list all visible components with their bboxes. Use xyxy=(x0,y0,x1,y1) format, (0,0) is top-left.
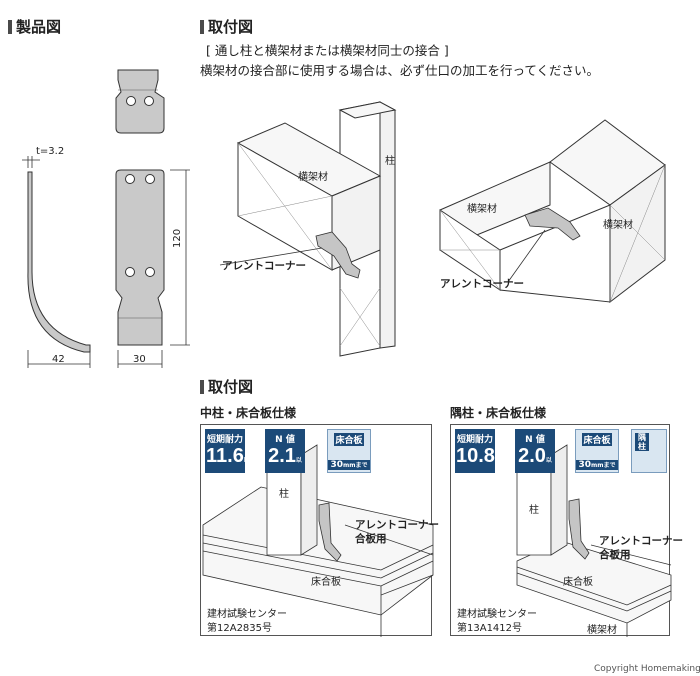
beam-label: 横架材 xyxy=(298,172,328,183)
badge-label: 短期耐力 xyxy=(206,435,243,445)
badge-unit: kN xyxy=(494,457,504,464)
mount-section-title-bottom: 取付図 xyxy=(200,376,253,397)
hole xyxy=(145,174,155,184)
panel2-floor-label: 床合板 xyxy=(563,577,593,588)
beam-label-b: 横架材 xyxy=(603,220,633,231)
panel1-part-line2: 合板用 xyxy=(355,533,387,545)
panel1-cert-line1: 建材試験センター xyxy=(207,609,287,620)
hole xyxy=(125,267,135,277)
beam-label-a: 横架材 xyxy=(467,204,497,215)
mount-title-text: 取付図 xyxy=(208,378,254,396)
width-dim: 30 xyxy=(133,354,146,365)
panel1-part-line1: アレントコーナー xyxy=(355,519,439,531)
corner-badge-label: 隅柱 xyxy=(635,433,649,451)
badge-label: N 値 xyxy=(525,435,545,445)
panel1-post-label: 柱 xyxy=(279,489,289,500)
copyright: Copyright Homemaking xyxy=(594,664,700,674)
badge-label: 短期耐力 xyxy=(456,435,493,445)
thickness-dim: t=3.2 xyxy=(36,146,65,157)
badge-unit: 以下 xyxy=(531,457,552,484)
panel2-frame: 短期耐力 10.8kN N 値 2.0以下 床合板 30mmまで 隅柱 柱 アレ… xyxy=(450,424,683,637)
badge-unit: 以下 xyxy=(281,457,302,484)
dimension-lines xyxy=(22,156,190,368)
post-beam-diagram xyxy=(219,101,397,357)
hole xyxy=(144,96,154,106)
panel2-cert-line2: 第13A1412号 xyxy=(457,623,523,634)
panel1-floor-badge: 床合板 30mmまで xyxy=(327,429,371,473)
panel2-cert-line1: 建材試験センター xyxy=(457,609,537,620)
title-marker xyxy=(8,19,12,34)
panel1-illustration xyxy=(202,444,434,637)
panel2-part-line2: 合板用 xyxy=(599,549,631,561)
badge-label: 床合板 xyxy=(334,433,364,446)
badge-label: N 値 xyxy=(275,435,295,445)
bracket-side-profile xyxy=(27,171,91,353)
allent-corner-bracket xyxy=(568,498,590,560)
panel1-n-value-badge: N 値 2.1以下 xyxy=(265,429,305,484)
panel1-title: 中柱・床合板仕様 xyxy=(200,406,297,420)
hole xyxy=(125,174,135,184)
badge-value: 2.1 xyxy=(268,445,296,467)
part-label-left: アレントコーナー xyxy=(222,260,306,272)
badge-value: 2.0 xyxy=(518,445,546,467)
title-marker xyxy=(200,19,204,34)
panel2-illustration xyxy=(516,444,672,637)
badge-value: 30 xyxy=(578,460,591,470)
product-drawing xyxy=(22,69,190,368)
mount-title-text: 取付図 xyxy=(208,18,254,36)
panel1-short-term-badge: 短期耐力 11.6kN xyxy=(205,429,253,473)
hole xyxy=(126,96,136,106)
height-dim: 120 xyxy=(172,228,183,248)
panel2-title: 隅柱・床合板仕様 xyxy=(450,406,547,420)
hole xyxy=(145,267,155,277)
panel2-floor-badge: 床合板 30mmまで xyxy=(575,429,619,473)
post-label: 柱 xyxy=(385,156,395,167)
bracket-front-view xyxy=(115,169,165,346)
allent-corner-bracket xyxy=(524,207,581,241)
badge-label: 床合板 xyxy=(582,433,612,446)
badge-unit: mmまで xyxy=(591,462,616,469)
product-section-title: 製品図 xyxy=(8,16,61,37)
panel2-post-label: 柱 xyxy=(529,505,539,516)
badge-value: 11.6 xyxy=(206,445,244,467)
allent-corner-bracket xyxy=(315,231,361,279)
badge-unit: mmまで xyxy=(343,462,368,469)
panel1-floor-label: 床合板 xyxy=(311,577,341,588)
product-title-text: 製品図 xyxy=(16,18,62,36)
panel2-part-line1: アレントコーナー xyxy=(599,535,683,547)
badge-value: 10.8 xyxy=(456,445,495,467)
allent-corner-bracket xyxy=(318,502,342,562)
mount-section-title-top: 取付図 xyxy=(200,16,253,37)
badge-unit: kN xyxy=(243,457,253,464)
beam-beam-diagram xyxy=(439,119,666,304)
mount-caption-2: 横架材の接合部に使用する場合は、必ず仕口の加工を行ってください。 xyxy=(200,63,600,78)
title-marker xyxy=(200,379,204,394)
panel2-n-value-badge: N 値 2.0以下 xyxy=(515,429,555,484)
panel2-corner-post-badge: 隅柱 xyxy=(631,429,667,473)
panel2-short-term-badge: 短期耐力 10.8kN xyxy=(455,429,504,473)
bracket-top-view xyxy=(115,69,165,134)
panel2-beam-label: 横架材 xyxy=(587,625,617,636)
part-label-right: アレントコーナー xyxy=(440,278,524,290)
panel1-frame: 短期耐力 11.6kN N 値 2.1以下 床合板 30mmまで 柱 アレントコ… xyxy=(200,424,439,637)
panel1-cert-line2: 第12A2835号 xyxy=(207,623,273,634)
mount-caption-1: [ 通し柱と横架材または横架材同士の接合 ] xyxy=(206,43,449,58)
base-dim: 42 xyxy=(52,354,65,365)
badge-value: 30 xyxy=(330,460,343,470)
